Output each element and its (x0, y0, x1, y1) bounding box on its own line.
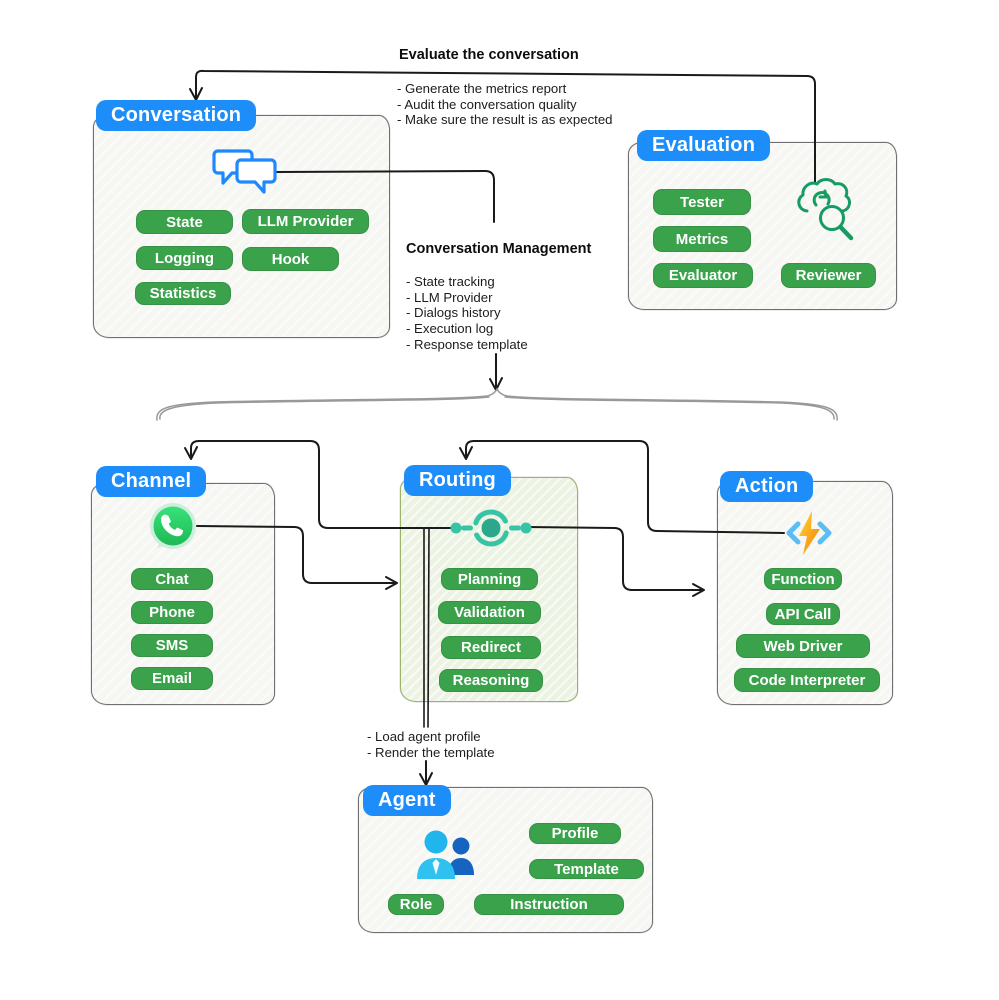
pill-email: Email (131, 667, 213, 690)
whatsapp-icon (150, 503, 196, 549)
box-action-title: Action (720, 471, 814, 502)
note-line: - Generate the metrics report (397, 81, 567, 96)
note-line: - Render the template (367, 744, 495, 760)
box-conversation-title: Conversation (96, 100, 257, 131)
note-management-items: - State tracking - LLM Provider - Dialog… (406, 274, 528, 353)
pill-instruction: Instruction (474, 894, 624, 915)
connector-management-to-brace (489, 353, 503, 391)
team-icon (417, 830, 474, 879)
pill-tester: Tester (653, 189, 751, 215)
pill-hook: Hook (242, 247, 339, 271)
note-line: - LLM Provider (406, 289, 493, 305)
pill-template: Template (529, 859, 644, 879)
box-conversation: Conversation State LLM Provider Logging … (93, 100, 390, 338)
pill-planning: Planning (441, 568, 538, 590)
pill-phone: Phone (131, 601, 213, 624)
pill-reviewer: Reviewer (781, 263, 876, 288)
box-agent-title: Agent (363, 785, 451, 816)
box-action: Action Function API Call Web Driver Code… (717, 471, 893, 705)
pill-statistics: Statistics (135, 282, 231, 305)
note-line: - Response template (406, 336, 528, 352)
note-line: - Execution log (406, 321, 494, 337)
cloud-search-icon (797, 178, 854, 241)
note-agent-items: - Load agent profile - Render the templa… (367, 729, 495, 760)
note-line: - State tracking (406, 274, 495, 289)
pill-api-call: API Call (766, 603, 840, 625)
pill-code-interpreter: Code Interpreter (734, 668, 880, 692)
note-title: Conversation Management (406, 241, 592, 257)
pill-sms: SMS (131, 634, 213, 657)
pill-chat: Chat (131, 568, 213, 590)
distribution-brace (156, 387, 838, 421)
note-line: - Make sure the result is as expected (397, 112, 613, 128)
pill-llm-provider: LLM Provider (242, 209, 369, 234)
pill-validation: Validation (438, 601, 541, 624)
code-lightning-icon (786, 511, 832, 555)
pill-function: Function (764, 568, 842, 590)
pill-evaluator: Evaluator (653, 263, 753, 288)
pill-profile: Profile (529, 823, 621, 844)
pill-reasoning: Reasoning (439, 669, 543, 692)
box-agent: Agent Profile Template Role Instruction (358, 785, 653, 933)
pill-redirect: Redirect (441, 636, 541, 659)
note-title: Evaluate the conversation (399, 47, 579, 63)
pill-logging: Logging (136, 246, 233, 270)
box-channel-title: Channel (96, 466, 207, 497)
note-line: - Audit the conversation quality (397, 96, 577, 112)
note-management-title: Conversation Management (406, 241, 591, 257)
box-channel: Channel Chat Phone SMS Email (91, 466, 275, 705)
box-routing-title: Routing (404, 465, 511, 496)
box-evaluation-title: Evaluation (637, 130, 771, 161)
note-evaluate-items: - Generate the metrics report - Audit th… (397, 81, 613, 128)
pill-state: State (136, 210, 233, 234)
box-routing: Routing Planning Validation Redirect Rea… (400, 465, 578, 702)
router-hub-icon (450, 509, 532, 547)
note-line: - Load agent profile (367, 729, 481, 744)
box-evaluation: Evaluation Tester Metrics Evaluator Revi… (628, 130, 897, 310)
pill-role: Role (388, 894, 444, 915)
note-evaluate-title: Evaluate the conversation (399, 47, 579, 63)
pill-metrics: Metrics (653, 226, 751, 252)
note-line: - Dialogs history (406, 305, 501, 321)
pill-web-driver: Web Driver (736, 634, 870, 658)
chat-bubbles-icon (212, 149, 277, 194)
